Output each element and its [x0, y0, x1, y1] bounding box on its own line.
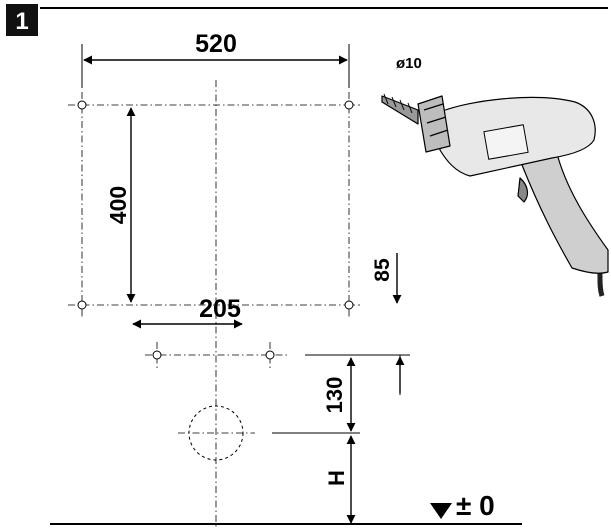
- label-lower-gap: 130: [322, 377, 347, 414]
- hole-markers: [77, 100, 354, 360]
- drill-icon: [381, 93, 609, 297]
- hole-marker-lower-left: [152, 350, 162, 360]
- hole-marker-top-left: [77, 100, 87, 110]
- hole-marker-bottom-right: [344, 300, 354, 310]
- label-offset: 85: [371, 258, 394, 282]
- step-number: 1: [15, 8, 28, 35]
- hole-marker-bottom-left: [77, 300, 87, 310]
- label-floor-height: H: [324, 470, 349, 486]
- step-badge: [6, 4, 38, 36]
- label-inner-width: 205: [199, 295, 241, 323]
- label-height: 400: [105, 186, 131, 224]
- opening-circle: [188, 405, 244, 461]
- hole-marker-top-right: [344, 100, 354, 110]
- hole-marker-lower-right: [265, 350, 275, 360]
- dimension-arrows: [83, 55, 405, 524]
- label-bit-diameter: ø10: [396, 55, 422, 72]
- label-width: 520: [195, 30, 237, 58]
- floor-level-marker: [430, 503, 452, 519]
- centerlines: [68, 80, 360, 528]
- label-floor-level: ± 0: [456, 490, 495, 521]
